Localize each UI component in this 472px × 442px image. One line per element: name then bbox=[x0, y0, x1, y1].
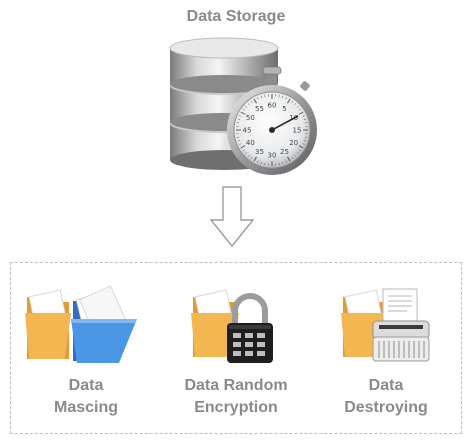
stopwatch-tick bbox=[298, 149, 302, 152]
stopwatch-tick bbox=[303, 118, 307, 120]
stopwatch-dial-number: 45 bbox=[243, 127, 252, 135]
stopwatch-tick bbox=[240, 111, 246, 115]
stopwatch-dial-number: 55 bbox=[255, 105, 264, 113]
stopwatch-dial-number: 30 bbox=[268, 152, 277, 160]
stopwatch-dial-number: 5 bbox=[282, 105, 286, 113]
stopwatch-tick bbox=[291, 100, 294, 104]
stopwatch-tick bbox=[253, 156, 257, 162]
stopwatch-dial-number: 50 bbox=[246, 114, 255, 122]
stopwatch-tick bbox=[242, 108, 246, 111]
stopwatch-tick bbox=[240, 145, 246, 149]
stopwatch-dial-number: 60 bbox=[268, 102, 277, 110]
stopwatch-tick bbox=[250, 156, 253, 160]
stopwatch-dial-number: 25 bbox=[280, 148, 289, 156]
stopwatch-tick bbox=[285, 160, 287, 163]
stopwatch-dial-number: 20 bbox=[289, 139, 298, 147]
item-data-mascing: Data Mascing bbox=[11, 285, 161, 416]
padlock-folder-icon bbox=[191, 289, 273, 363]
item-label: Data Destroying bbox=[311, 375, 461, 419]
stopwatch-tick bbox=[298, 108, 302, 111]
stopwatch-tick bbox=[298, 145, 304, 149]
down-arrow-icon bbox=[210, 186, 254, 247]
stopwatch-tick bbox=[257, 160, 259, 163]
stopwatch-dial-number: 40 bbox=[246, 139, 255, 147]
stopwatch-tick bbox=[253, 98, 257, 104]
stopwatch-dial-number: 15 bbox=[293, 127, 302, 135]
database-stopwatch-icon: 60510152025303540455055 bbox=[169, 37, 317, 175]
item-label-line2: Mascing bbox=[53, 399, 118, 416]
stopwatch-tick bbox=[247, 103, 250, 106]
stopwatch-dial-number: 35 bbox=[255, 148, 264, 156]
stopwatch-ticks bbox=[236, 94, 308, 166]
folders-icon bbox=[25, 285, 137, 363]
stopwatch-tick bbox=[236, 136, 240, 138]
item-data-random-encryption: Data Random Encryption bbox=[161, 285, 311, 416]
data-storage-title: Data Storage bbox=[186, 8, 286, 25]
stopwatch-icon: 60510152025303540455055 bbox=[227, 66, 317, 175]
stopwatch-tick bbox=[237, 140, 241, 142]
stopwatch-tick bbox=[239, 143, 242, 145]
stopwatch-tick bbox=[236, 122, 240, 124]
item-label: Data Random Encryption bbox=[161, 375, 311, 419]
stopwatch-tick bbox=[264, 94, 266, 98]
stopwatch-tick bbox=[250, 100, 253, 104]
stopwatch-tick bbox=[247, 154, 250, 157]
stopwatch-tick bbox=[260, 161, 262, 165]
stopwatch-tick bbox=[296, 105, 299, 108]
stopwatch-tick bbox=[257, 97, 259, 100]
item-data-destroying: Data Destroying bbox=[311, 285, 461, 416]
stopwatch-tick bbox=[302, 115, 305, 117]
stopwatch-tick bbox=[245, 152, 248, 155]
item-label-line1: Data bbox=[68, 377, 104, 394]
stopwatch-tick bbox=[287, 156, 291, 162]
stopwatch-tick bbox=[298, 111, 304, 115]
stopwatch-tick bbox=[296, 152, 299, 155]
stopwatch-tick bbox=[278, 162, 280, 166]
stopwatch-tick bbox=[237, 118, 241, 120]
stopwatch-tick bbox=[282, 95, 284, 99]
shredder-folder-icon bbox=[341, 288, 430, 362]
stopwatch-tick bbox=[264, 162, 266, 166]
item-label-line1: Data Random bbox=[184, 377, 288, 394]
stopwatch-tick bbox=[303, 140, 307, 142]
stopwatch-tick bbox=[294, 154, 297, 157]
item-label: Data Mascing bbox=[11, 375, 161, 419]
stopwatch-tick bbox=[239, 115, 242, 117]
stopwatch-tick bbox=[245, 105, 248, 108]
stopwatch-tick bbox=[287, 98, 291, 104]
data-protection-panel: Data Mascing Data Random Encryption bbox=[10, 262, 462, 434]
stopwatch-tick bbox=[294, 103, 297, 106]
stopwatch-tick bbox=[304, 122, 308, 124]
stopwatch-tick bbox=[285, 97, 287, 100]
stopwatch-tick bbox=[242, 149, 246, 152]
stopwatch-tick bbox=[278, 94, 280, 98]
stopwatch-tick bbox=[304, 136, 308, 138]
stopwatch-tick bbox=[260, 95, 262, 99]
stopwatch-tick bbox=[302, 143, 305, 145]
item-label-line2: Destroying bbox=[344, 399, 428, 416]
stopwatch-tick bbox=[282, 161, 284, 165]
item-label-line1: Data bbox=[368, 377, 404, 394]
item-label-line2: Encryption bbox=[194, 399, 278, 416]
stopwatch-tick bbox=[291, 156, 294, 160]
